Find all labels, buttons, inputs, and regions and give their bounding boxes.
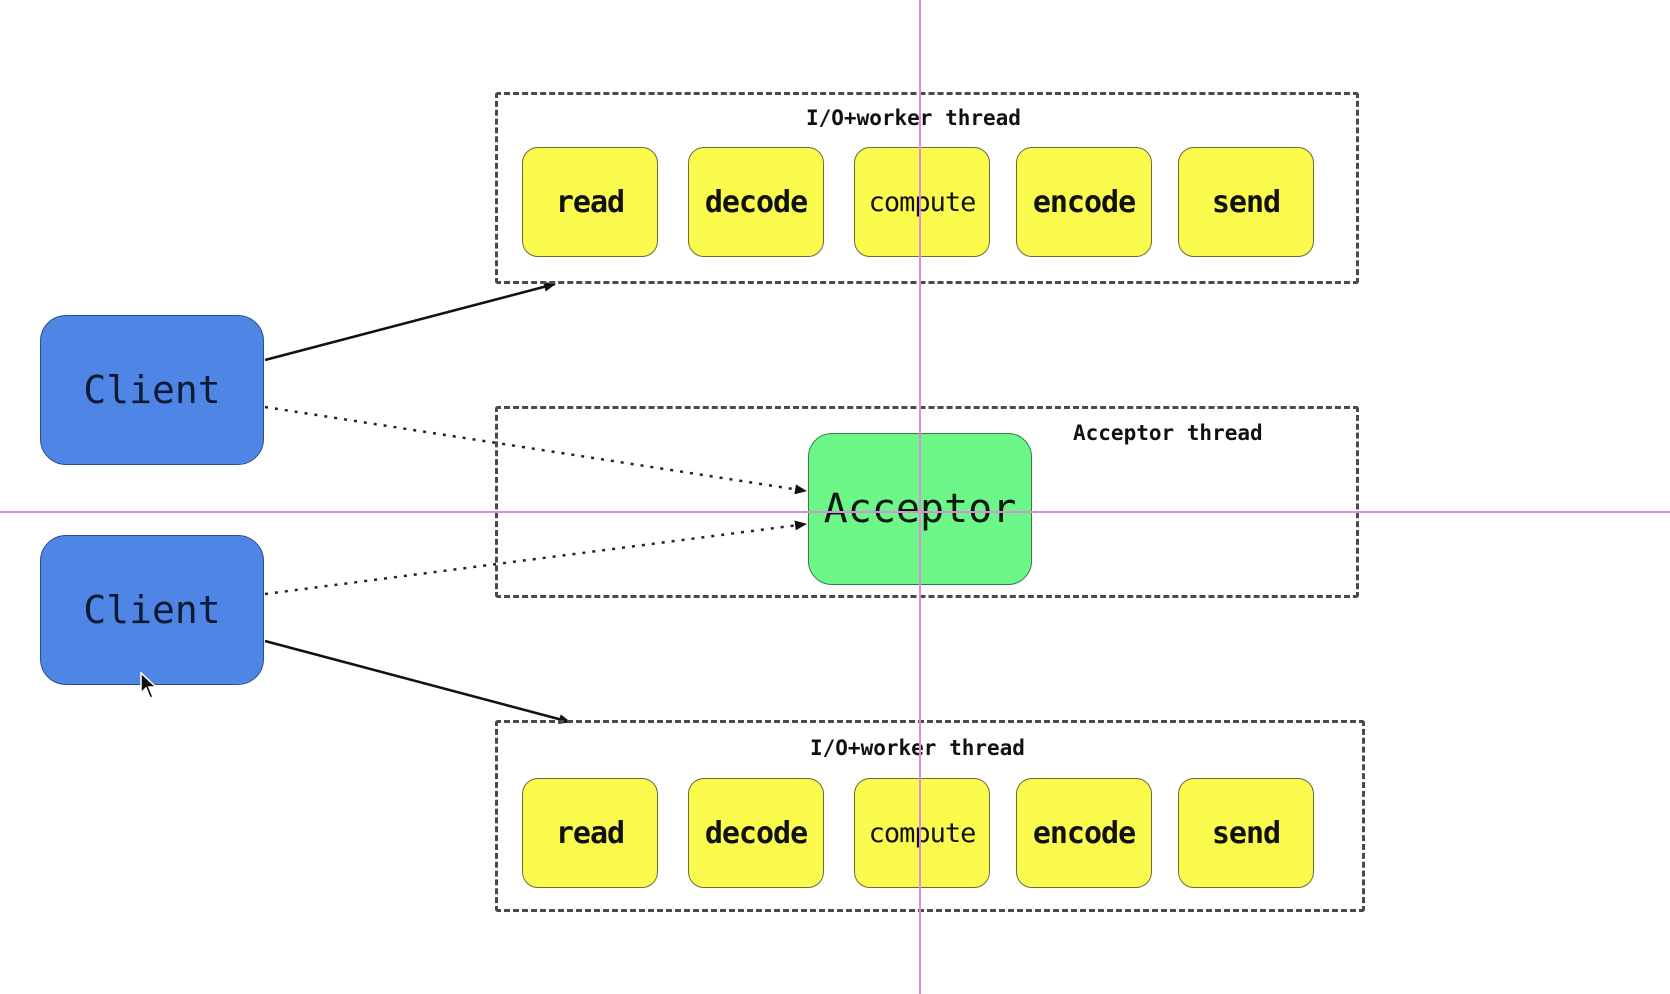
arrow-client1-to-acceptor [264, 405, 807, 495]
mouse-cursor-icon [140, 672, 158, 699]
acceptor-thread-label: Acceptor thread [1073, 421, 1263, 445]
client-node-1: Client [40, 315, 264, 465]
top-decode-step: decode [688, 147, 824, 257]
top-send-step: send [1178, 147, 1314, 257]
top-worker-thread-label: I/O+worker thread [806, 106, 1021, 130]
top-encode-step: encode [1016, 147, 1152, 257]
arrow-client2-to-acceptor [264, 520, 807, 596]
bottom-send-step: send [1178, 778, 1314, 888]
bottom-worker-thread-box [495, 720, 1365, 912]
top-compute-step: compute [854, 147, 990, 257]
client-node-2: Client [40, 535, 264, 685]
arrow-client1-to-top-thread [264, 281, 556, 362]
bottom-read-step: read [522, 778, 658, 888]
top-worker-thread-box [495, 92, 1359, 284]
top-read-step: read [522, 147, 658, 257]
bottom-compute-step: compute [854, 778, 990, 888]
bottom-encode-step: encode [1016, 778, 1152, 888]
acceptor-thread-box [495, 406, 1359, 598]
arrow-client2-to-bottom-thread [264, 639, 571, 725]
bottom-decode-step: decode [688, 778, 824, 888]
horizontal-guide-line [0, 511, 1670, 513]
vertical-guide-line [919, 0, 921, 994]
bottom-worker-thread-label: I/O+worker thread [810, 736, 1025, 760]
